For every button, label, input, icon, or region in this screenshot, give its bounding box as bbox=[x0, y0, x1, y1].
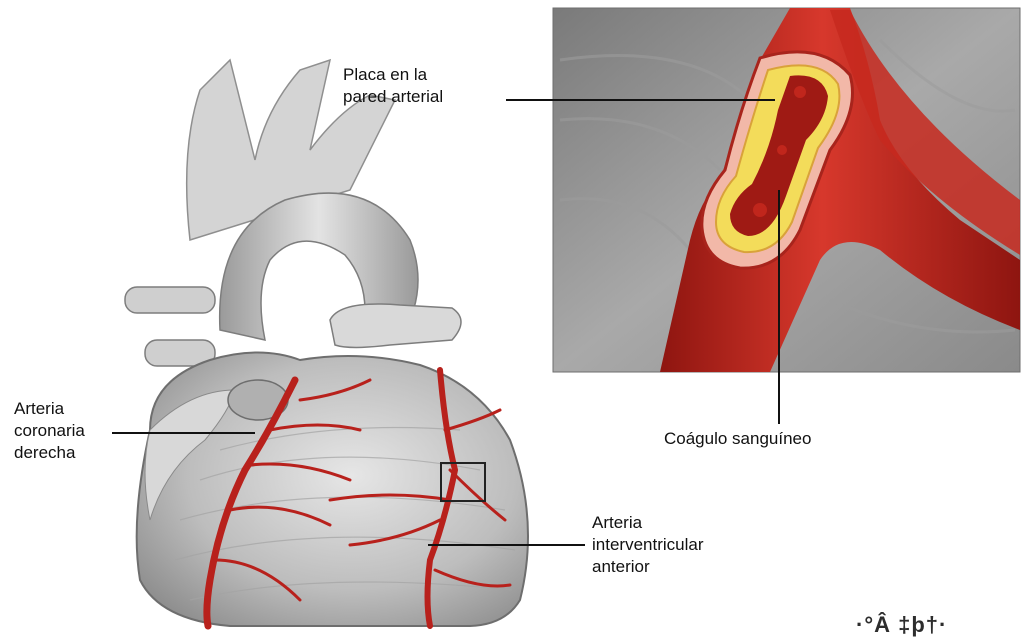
label-right-coronary-artery: Arteria coronaria derecha bbox=[14, 398, 85, 464]
label-blood-clot: Coágulo sanguíneo bbox=[664, 428, 811, 450]
heart-illustration bbox=[125, 60, 528, 626]
watermark-logo: ·°Â ‡þ†· bbox=[856, 612, 947, 638]
label-anterior-interventricular-artery: Arteria interventricular anterior bbox=[592, 512, 704, 578]
pulmonary-trunk bbox=[330, 304, 461, 348]
artery-inset-panel bbox=[553, 8, 1020, 372]
label-plaque: Placa en la pared arterial bbox=[343, 64, 443, 108]
pulmonary-vein-upper bbox=[125, 287, 215, 313]
